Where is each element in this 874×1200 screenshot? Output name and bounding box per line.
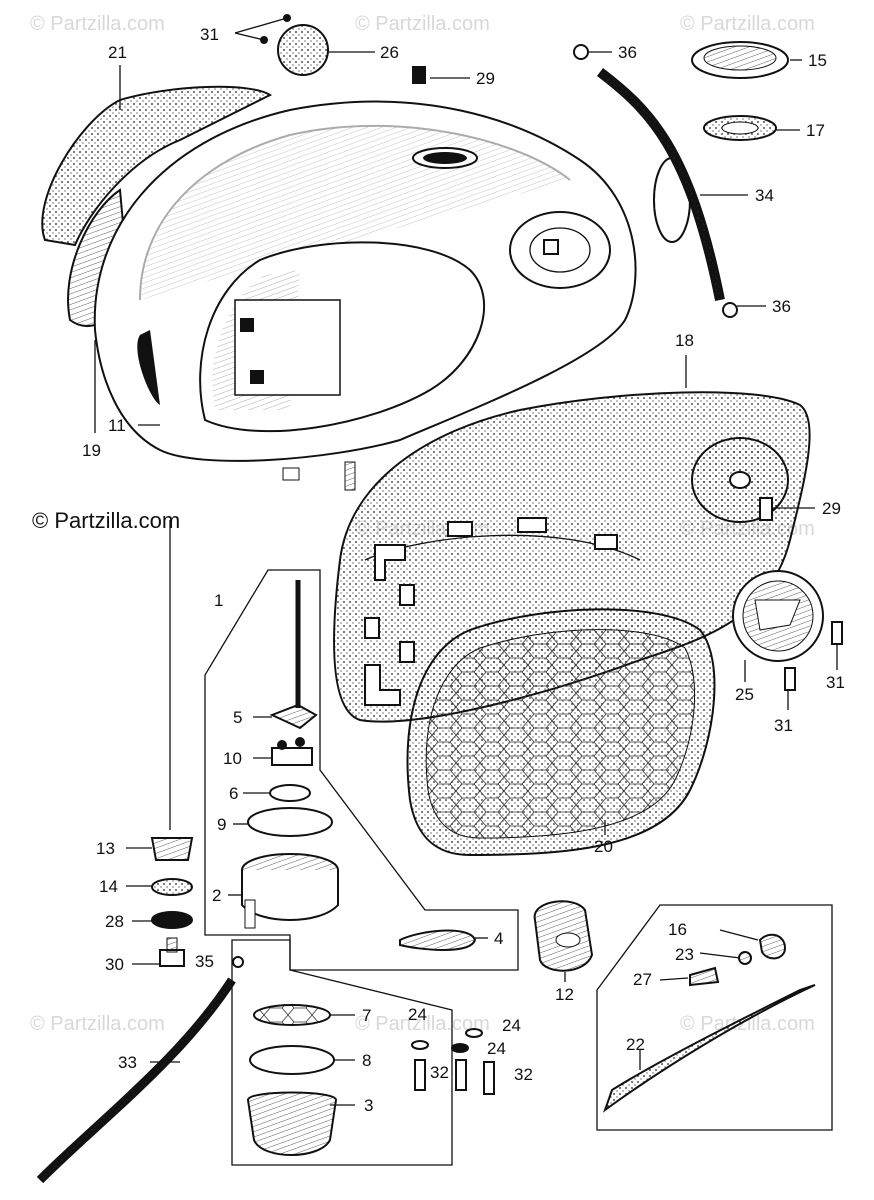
callout-32-a: 32 bbox=[430, 1063, 449, 1082]
fuel-cock-assembly bbox=[204, 569, 519, 1166]
trim-strip-group bbox=[596, 904, 833, 1131]
callout-29-right: 29 bbox=[822, 499, 841, 518]
fuel-tank bbox=[41, 85, 637, 491]
callout-36-bottom: 36 bbox=[772, 297, 791, 316]
callout-9: 9 bbox=[217, 815, 226, 834]
knee-grip-assembly bbox=[333, 391, 811, 857]
leader-lines bbox=[94, 17, 838, 1106]
callout-20: 20 bbox=[594, 837, 613, 856]
callout-24-c: 24 bbox=[487, 1039, 506, 1058]
callout-8: 8 bbox=[362, 1051, 371, 1070]
callout-33: 33 bbox=[118, 1053, 137, 1072]
callout-10: 10 bbox=[223, 749, 242, 768]
callout-17: 17 bbox=[806, 121, 825, 140]
callout-24-a: 24 bbox=[408, 1005, 427, 1024]
callout-32-b: 32 bbox=[514, 1065, 533, 1084]
callout-19: 19 bbox=[82, 441, 101, 460]
callout-23: 23 bbox=[675, 945, 694, 964]
callout-labels: 31 26 21 29 36 15 17 34 36 18 11 19 29 2… bbox=[82, 25, 845, 1115]
callout-4: 4 bbox=[494, 929, 503, 948]
callout-21: 21 bbox=[108, 43, 127, 62]
callout-6: 6 bbox=[229, 784, 238, 803]
callout-35: 35 bbox=[195, 952, 214, 971]
callout-28: 28 bbox=[105, 912, 124, 931]
callout-30: 30 bbox=[105, 955, 124, 974]
callout-31-right: 31 bbox=[826, 673, 845, 692]
plug-cap bbox=[533, 900, 594, 972]
callout-31-bottom: 31 bbox=[774, 716, 793, 735]
callout-2: 2 bbox=[212, 886, 221, 905]
callout-15: 15 bbox=[808, 51, 827, 70]
copyright-text: © Partzilla.com bbox=[32, 508, 180, 533]
callout-5: 5 bbox=[233, 708, 242, 727]
callout-29-top: 29 bbox=[476, 69, 495, 88]
mounting-parts bbox=[36, 520, 244, 1184]
watermark-2: © Partzilla.com bbox=[355, 13, 490, 35]
callout-26: 26 bbox=[380, 43, 399, 62]
callout-1: 1 bbox=[214, 591, 223, 610]
callout-22: 22 bbox=[626, 1035, 645, 1054]
callout-36-top: 36 bbox=[618, 43, 637, 62]
watermark-7: © Partzilla.com bbox=[355, 1013, 490, 1035]
watermark-1: © Partzilla.com bbox=[30, 13, 165, 35]
callout-16: 16 bbox=[668, 920, 687, 939]
watermark-6: © Partzilla.com bbox=[30, 1013, 165, 1035]
callout-3: 3 bbox=[364, 1096, 373, 1115]
callout-14: 14 bbox=[99, 877, 118, 896]
emblem bbox=[732, 497, 843, 691]
watermark-8: © Partzilla.com bbox=[680, 1013, 815, 1035]
screws-washers bbox=[411, 1028, 495, 1095]
callout-12: 12 bbox=[555, 985, 574, 1004]
callout-24-b: 24 bbox=[502, 1016, 521, 1035]
callout-25: 25 bbox=[735, 685, 754, 704]
callout-34: 34 bbox=[755, 186, 774, 205]
callout-11: 11 bbox=[108, 416, 126, 435]
callout-7: 7 bbox=[362, 1006, 371, 1025]
callout-13: 13 bbox=[96, 839, 115, 858]
callout-27: 27 bbox=[633, 970, 652, 989]
watermark-3: © Partzilla.com bbox=[680, 13, 815, 35]
callout-31-top: 31 bbox=[200, 25, 219, 44]
filler-cap-parts bbox=[260, 14, 789, 318]
callout-18: 18 bbox=[675, 331, 694, 350]
